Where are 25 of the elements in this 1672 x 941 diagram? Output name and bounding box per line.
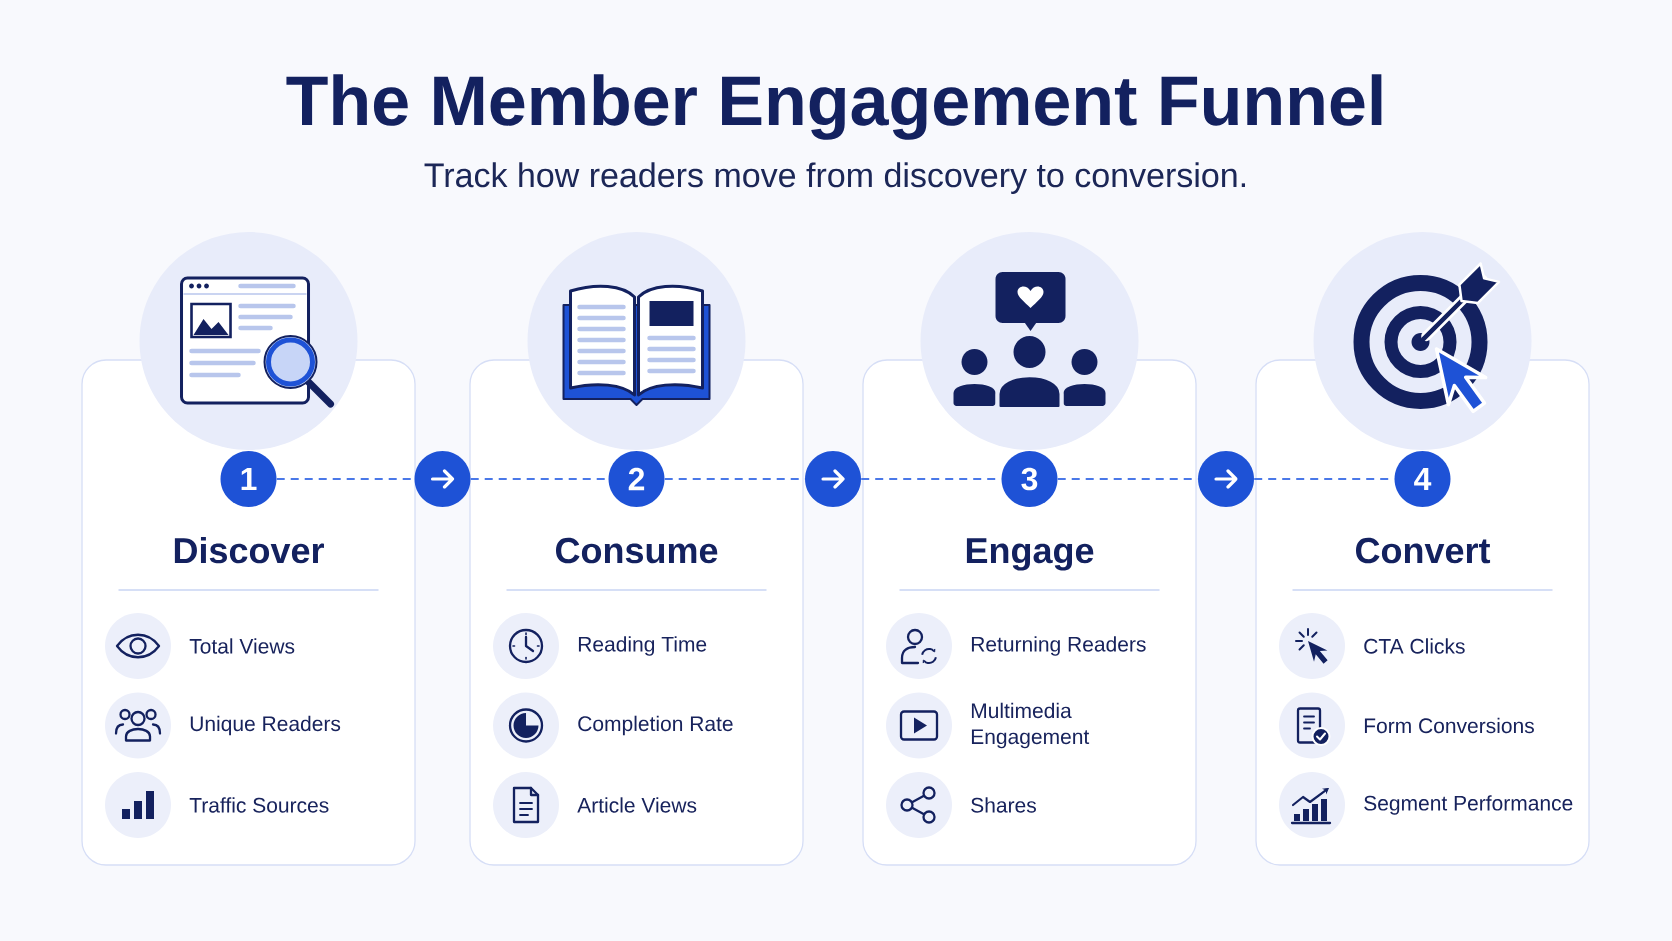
title: The Member Engagement Funnel (286, 74, 1382, 140)
card-title: Convert (1356, 537, 1491, 564)
card-title: Discover (174, 536, 324, 564)
step-number: 3 (1001, 451, 1058, 507)
metric-label: Form Conversions (1364, 717, 1534, 734)
metric-label: Multimedia Engagement (971, 702, 1090, 749)
metric-label: Article Views (577, 797, 697, 813)
card-title: Engage (966, 538, 1094, 571)
subtitle: Track how readers move from discovery to conversion. (424, 162, 1245, 195)
metric-label: CTA Clicks (1364, 638, 1465, 654)
metric-label: Returning Readers (971, 636, 1146, 656)
card-title: Consume (556, 537, 718, 564)
arrow-circle-icon (805, 451, 861, 507)
step-number: 1 (220, 451, 277, 507)
metric-label: Traffic Sources (189, 797, 329, 813)
step-number: 2 (608, 451, 665, 507)
metric-label: Segment Performance (1364, 795, 1573, 815)
arrow-circle-icon (1198, 451, 1254, 507)
metric-label: Reading Time (578, 636, 707, 656)
metric-label: Unique Readers (190, 715, 341, 736)
step-number: 4 (1394, 451, 1451, 507)
metric-label: Shares (971, 797, 1036, 813)
arrow-circle-icon (414, 451, 471, 507)
metric-label: Total Views (189, 638, 295, 654)
metric-label: Completion Rate (578, 715, 733, 736)
